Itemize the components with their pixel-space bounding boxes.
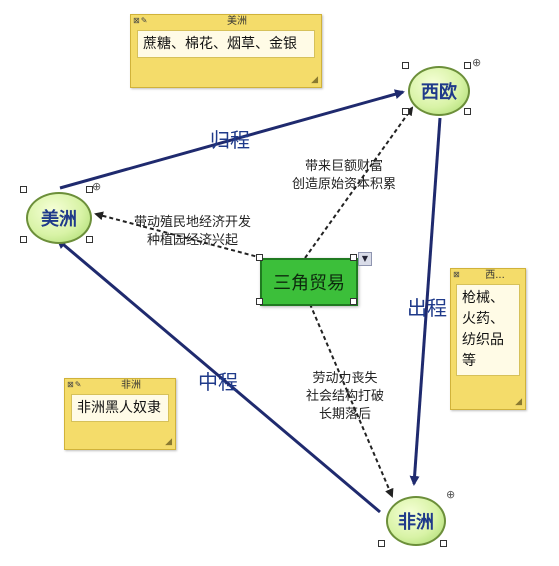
note-body: 非洲黑人奴隶 (71, 394, 169, 422)
node-label: 非洲 (398, 512, 434, 533)
resize-grip-icon[interactable]: ◢ (515, 397, 522, 407)
attachment-icon[interactable]: ⊕ (446, 488, 456, 501)
arrow-middle-leg[interactable] (56, 238, 381, 514)
annotation-line: 社会结构打破 (306, 389, 385, 404)
annotation-line: 种植园经济兴起 (147, 233, 239, 248)
note-body: 枪械、 火药、 纺织品 等 (456, 284, 520, 376)
node-africa[interactable]: 非洲 (386, 496, 446, 546)
selection-handle[interactable] (402, 62, 409, 69)
selection-handle[interactable] (350, 298, 357, 305)
annotation-line: 带来巨额财富 (305, 159, 384, 174)
selection-handle[interactable] (256, 254, 263, 261)
selection-handle[interactable] (350, 254, 357, 261)
arrow-outbound-leg[interactable] (409, 117, 442, 486)
annotation-to-europe: 带来巨额财富 创造原始资本积累 (292, 158, 396, 194)
note-title: ⊠ 西... (451, 269, 525, 282)
resize-grip-icon[interactable]: ◢ (165, 437, 172, 447)
note-title-text: 西... (485, 270, 505, 281)
annotation-line: 长期落后 (319, 407, 372, 422)
node-america[interactable]: 美洲 (26, 192, 92, 244)
edge-label-middle-leg: 中程 (198, 370, 238, 394)
note-close-icon[interactable]: ⊠ (453, 270, 461, 279)
node-label: 西欧 (421, 82, 457, 103)
selection-handle[interactable] (20, 186, 27, 193)
node-western-europe[interactable]: 西欧 (408, 66, 470, 116)
edge-label-return-leg: 归程 (210, 128, 250, 152)
selection-handle[interactable] (86, 236, 93, 243)
note-title: ⊠✎ 美洲 (131, 15, 321, 28)
dashed-arrow-to-europe[interactable] (304, 106, 414, 259)
note-body: 蔗糖、棉花、烟草、金银 (137, 30, 315, 58)
node-triangular-trade[interactable]: 三角贸易 (260, 258, 358, 306)
selection-handle[interactable] (256, 298, 263, 305)
node-label: 三角贸易 (273, 273, 345, 294)
selection-handle[interactable] (378, 540, 385, 547)
chevron-down-icon[interactable]: ▼ (358, 252, 372, 266)
annotation-to-africa: 劳动力丧失 社会结构打破 长期落后 (306, 370, 384, 424)
attachment-icon[interactable]: ⊕ (472, 56, 482, 69)
annotation-line: 创造原始资本积累 (292, 177, 397, 192)
note-europe[interactable]: ⊠ 西... 枪械、 火药、 纺织品 等 ◢ (450, 268, 526, 410)
note-line: 纺织品 (462, 332, 504, 348)
selection-handle[interactable] (440, 540, 447, 547)
selection-handle[interactable] (86, 186, 93, 193)
selection-handle[interactable] (20, 236, 27, 243)
resize-grip-icon[interactable]: ◢ (311, 75, 318, 85)
selection-handle[interactable] (402, 108, 409, 115)
annotation-line: 劳动力丧失 (312, 371, 378, 386)
note-africa[interactable]: ⊠✎ 非洲 非洲黑人奴隶 ◢ (64, 378, 176, 450)
edge-label-outbound-leg: 出程 (407, 296, 447, 320)
note-title-text: 美洲 (227, 16, 247, 27)
annotation-to-america: 带动殖民地经济开发 种植园经济兴起 (134, 214, 251, 250)
note-line: 火药、 (462, 311, 504, 327)
note-title: ⊠✎ 非洲 (65, 379, 175, 392)
note-close-icon[interactable]: ⊠✎ (133, 16, 149, 25)
node-label: 美洲 (41, 209, 77, 230)
selection-handle[interactable] (464, 108, 471, 115)
note-line: 等 (462, 353, 476, 369)
note-america[interactable]: ⊠✎ 美洲 蔗糖、棉花、烟草、金银 ◢ (130, 14, 322, 88)
attachment-icon[interactable]: ⊕ (92, 180, 102, 193)
selection-handle[interactable] (464, 62, 471, 69)
note-close-icon[interactable]: ⊠✎ (67, 380, 83, 389)
note-title-text: 非洲 (121, 380, 141, 391)
arrow-return-leg[interactable] (59, 89, 405, 190)
note-line: 枪械、 (462, 290, 504, 306)
dashed-arrow-to-america[interactable] (94, 211, 263, 259)
annotation-line: 带动殖民地经济开发 (134, 215, 252, 230)
